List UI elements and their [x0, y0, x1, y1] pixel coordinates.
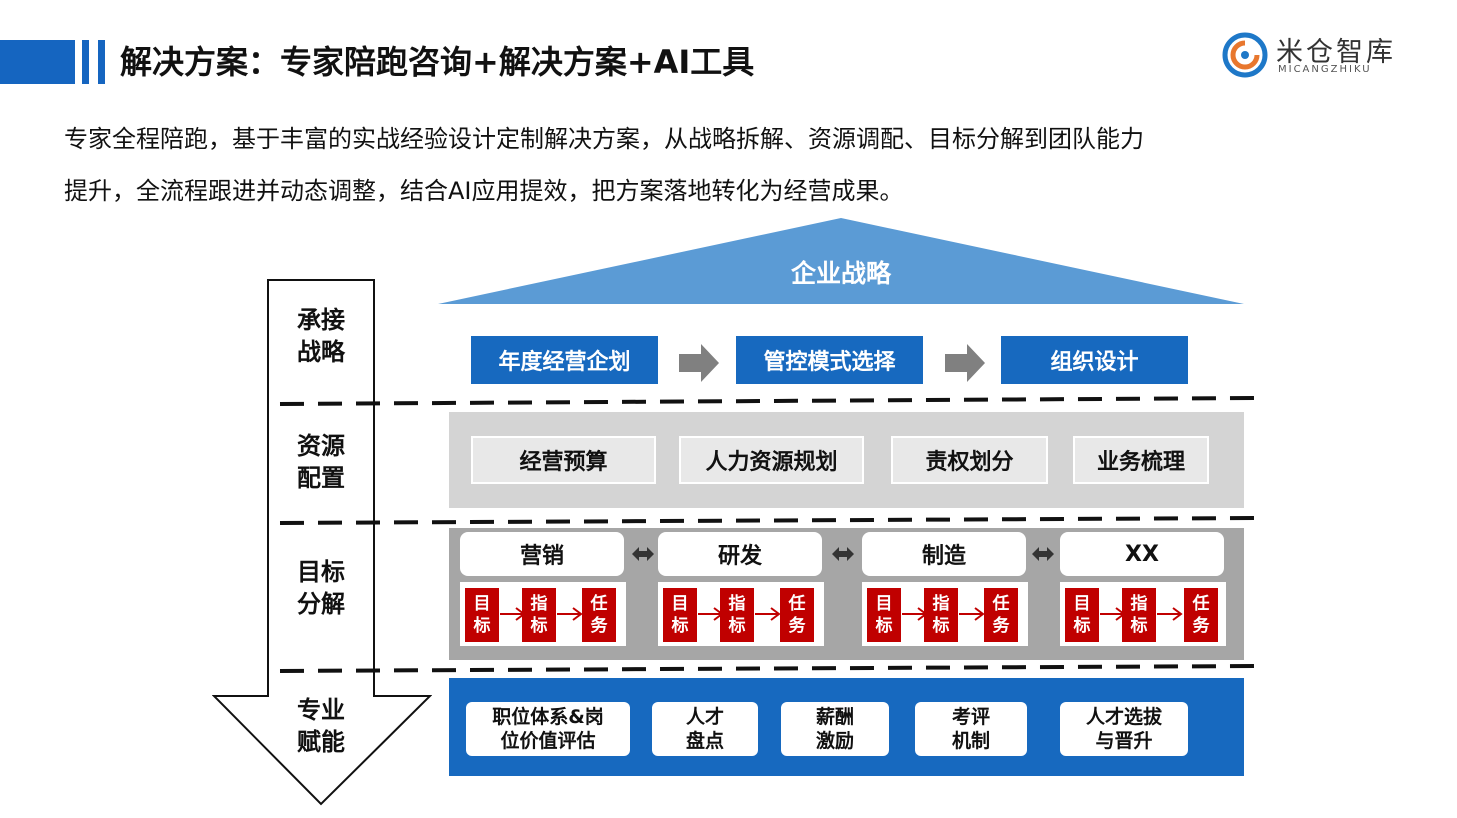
- department-marketing: 营销: [460, 532, 624, 576]
- chain-task: 任务: [582, 588, 616, 642]
- header-accent-stripe: [82, 40, 89, 84]
- header-accent-stripe: [98, 40, 105, 84]
- intro-line: 提升，全流程跟进并动态调整，结合AI应用提效，把方案落地转化为经营成果。: [64, 177, 904, 205]
- chain-indicator: 指标: [522, 588, 556, 642]
- chain-task: 任务: [984, 588, 1018, 642]
- logo-icon: [1222, 32, 1268, 78]
- right-arrow-icon: [945, 344, 985, 382]
- logo-subtext: MICANGZHIKU: [1278, 64, 1372, 75]
- chain-indicator: 指标: [1122, 588, 1156, 642]
- chain-task: 任务: [780, 588, 814, 642]
- page-title: 解决方案：专家陪跑咨询+解决方案+AI工具: [120, 43, 755, 81]
- chain-goal: 目标: [465, 588, 499, 642]
- stage-label-strategy: 承接战略: [297, 306, 345, 366]
- bidirectional-arrow-icon: [832, 547, 854, 561]
- resource-item: 经营预算: [471, 436, 656, 484]
- process-down-arrow: [212, 279, 432, 806]
- chain-indicator: 指标: [924, 588, 958, 642]
- section-dividers: [279, 396, 1256, 673]
- resource-item: 业务梳理: [1073, 436, 1209, 484]
- enablement-item-talent-review: 人才盘点: [652, 702, 758, 756]
- right-arrow-icon: [679, 344, 719, 382]
- department-other: XX: [1060, 532, 1224, 576]
- stage-label-goals: 目标分解: [297, 558, 345, 618]
- right-arrow-icon: [1157, 607, 1183, 621]
- bidirectional-arrow-icon: [1032, 547, 1054, 561]
- strategy-step-annual-plan: 年度经营企划: [471, 336, 658, 384]
- right-arrow-icon: [959, 607, 985, 621]
- stage-label-resources: 资源配置: [297, 432, 345, 492]
- right-arrow-icon: [755, 607, 781, 621]
- bidirectional-arrow-icon: [632, 547, 654, 561]
- department-manufacturing: 制造: [862, 532, 1026, 576]
- strategy-roof: [438, 218, 1244, 304]
- resource-item: 责权划分: [891, 436, 1048, 484]
- strategy-step-org-design: 组织设计: [1001, 336, 1188, 384]
- header-accent-bar: [0, 40, 75, 84]
- right-arrow-icon: [557, 607, 583, 621]
- resource-item: 人力资源规划: [679, 436, 864, 484]
- department-rnd: 研发: [658, 532, 822, 576]
- intro-line: 专家全程陪跑，基于丰富的实战经验设计定制解决方案，从战略拆解、资源调配、目标分解…: [64, 125, 1144, 153]
- enablement-item-promotion: 人才选拔与晋升: [1060, 702, 1188, 756]
- chain-task: 任务: [1184, 588, 1218, 642]
- strategy-roof-label: 企业战略: [790, 259, 891, 288]
- chain-goal: 目标: [1065, 588, 1099, 642]
- logo-text: 米仓智库: [1276, 37, 1396, 68]
- strategy-step-control-mode: 管控模式选择: [736, 336, 923, 384]
- stage-label-enablement: 专业赋能: [297, 696, 345, 756]
- chain-goal: 目标: [663, 588, 697, 642]
- enablement-item-compensation: 薪酬激励: [781, 702, 889, 756]
- chain-goal: 目标: [867, 588, 901, 642]
- chain-indicator: 指标: [720, 588, 754, 642]
- enablement-item-appraisal: 考评机制: [915, 702, 1027, 756]
- enablement-item-job-system: 职位体系&岗位价值评估: [466, 702, 630, 756]
